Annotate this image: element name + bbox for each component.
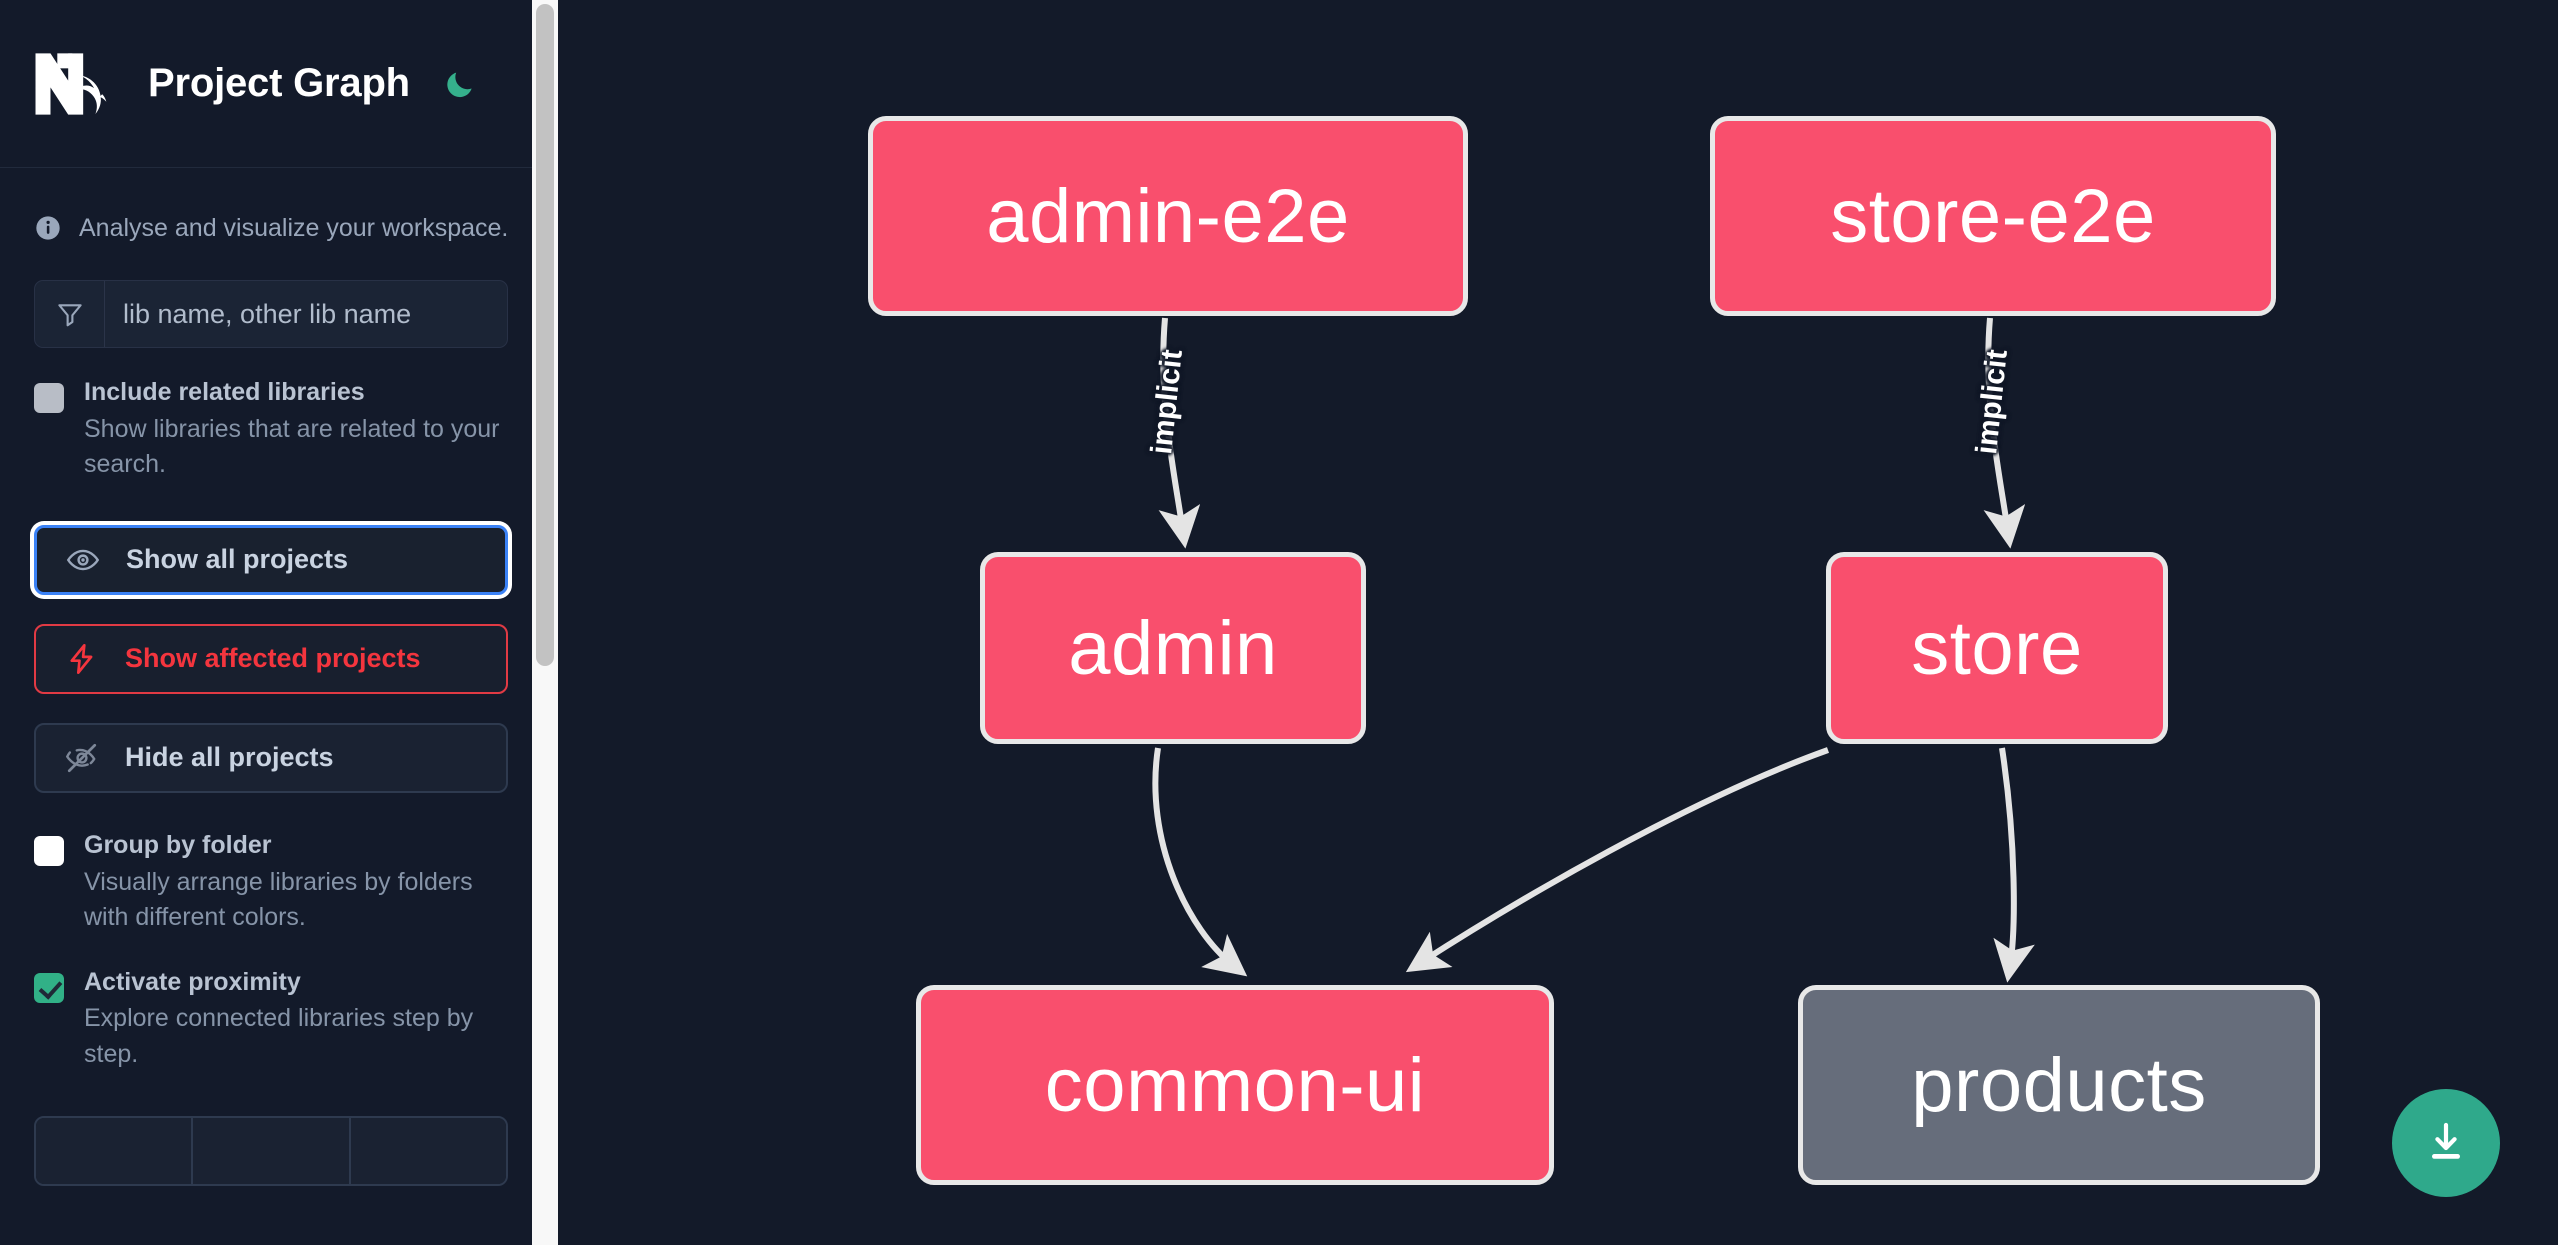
edge-label-implicit-store: implicit xyxy=(1970,348,2014,456)
activate-proximity-checkbox[interactable] xyxy=(34,972,64,1003)
include-related-libraries-label: Include related libraries xyxy=(84,378,365,406)
graph-node-label: products xyxy=(1911,1042,2207,1128)
info-icon xyxy=(34,214,62,242)
checkbox-group-by-folder[interactable]: Group by folder Visually arrange librari… xyxy=(34,831,508,936)
show-all-projects-label: Show all projects xyxy=(126,544,349,575)
project-graph-canvas[interactable]: admin-e2e store-e2e admin store common-ui pro… xyxy=(558,0,2558,1245)
group-by-folder-label: Group by folder xyxy=(84,830,272,859)
checkbox-include-related-libraries[interactable]: Include related libraries Show libraries… xyxy=(34,378,508,483)
filter-funnel-icon xyxy=(35,281,105,347)
graph-node-admin[interactable]: admin xyxy=(980,552,1366,744)
graph-node-common-ui[interactable]: common-ui xyxy=(916,985,1554,1185)
activate-proximity-label: Activate proximity xyxy=(84,967,301,996)
sidebar-header: Project Graph xyxy=(0,0,542,168)
sidebar: Project Graph Analyse and visualize your… xyxy=(0,0,558,1245)
include-related-libraries-description: Show libraries that are related to your … xyxy=(84,414,500,479)
sidebar-scrollbar-thumb[interactable] xyxy=(536,4,554,666)
show-affected-projects-button[interactable]: Show affected projects xyxy=(34,623,508,694)
hide-all-projects-button[interactable]: Hide all projects xyxy=(34,722,508,793)
page-title: Project Graph xyxy=(148,61,410,105)
graph-node-label: admin-e2e xyxy=(986,173,1350,259)
eye-icon xyxy=(64,541,102,579)
proximity-step-button-group[interactable] xyxy=(34,1116,508,1187)
sidebar-scrollbar[interactable] xyxy=(532,0,558,1245)
search-field[interactable] xyxy=(34,280,508,348)
include-related-libraries-checkbox[interactable] xyxy=(34,383,64,413)
checkbox-activate-proximity[interactable]: Activate proximity Explore connected lib… xyxy=(34,968,508,1073)
download-icon xyxy=(2422,1118,2470,1169)
project-visibility-buttons: Show all projects Show affected projects xyxy=(34,524,508,793)
eye-off-icon xyxy=(63,739,101,777)
edge-label-implicit-admin: implicit xyxy=(1145,348,1189,456)
proximity-step-decrease[interactable] xyxy=(36,1118,194,1185)
show-all-projects-button[interactable]: Show all projects xyxy=(34,524,508,595)
activate-proximity-description: Explore connected libraries step by step… xyxy=(84,1004,474,1068)
graph-node-store[interactable]: store xyxy=(1826,552,2168,744)
graph-node-label: store-e2e xyxy=(1830,173,2156,259)
proximity-step-increase[interactable] xyxy=(350,1118,506,1185)
graph-node-store-e2e[interactable]: store-e2e xyxy=(1710,116,2276,316)
hide-all-projects-label: Hide all projects xyxy=(125,742,334,773)
proximity-step-value[interactable] xyxy=(193,1118,351,1185)
nx-logo-icon xyxy=(34,52,116,116)
group-by-folder-checkbox[interactable] xyxy=(34,835,64,866)
workspace-subtitle: Analyse and visualize your workspace. xyxy=(79,213,509,242)
search-input[interactable] xyxy=(105,281,507,347)
graph-node-products[interactable]: products xyxy=(1798,985,2320,1185)
graph-node-admin-e2e[interactable]: admin-e2e xyxy=(868,116,1468,316)
group-by-folder-description: Visually arrange libraries by folders wi… xyxy=(84,867,473,932)
graph-node-label: common-ui xyxy=(1044,1042,1426,1128)
graph-node-label: store xyxy=(1911,605,2083,691)
lightning-bolt-icon xyxy=(63,640,101,678)
graph-node-label: admin xyxy=(1068,605,1278,691)
download-graph-button[interactable] xyxy=(2392,1089,2500,1197)
show-affected-projects-label: Show affected projects xyxy=(125,643,421,674)
workspace-subtitle-row: Analyse and visualize your workspace. xyxy=(0,168,542,254)
moon-icon[interactable] xyxy=(438,62,482,106)
